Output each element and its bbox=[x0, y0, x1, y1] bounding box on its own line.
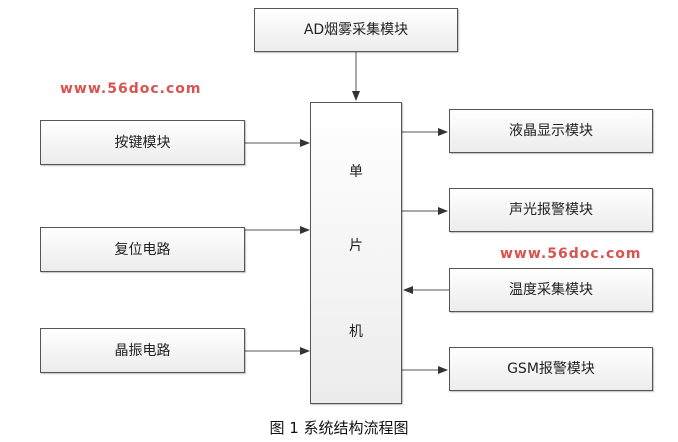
mcu-char-2: 片 bbox=[349, 238, 363, 254]
reset-circuit: 复位电路 bbox=[40, 227, 245, 272]
gsm-alarm-module: GSM报警模块 bbox=[449, 347, 653, 391]
gsm-alarm-module-label: GSM报警模块 bbox=[507, 361, 595, 377]
key-module: 按键模块 bbox=[40, 120, 245, 165]
figure-caption: 图 1 系统结构流程图 bbox=[269, 419, 409, 437]
mcu-char-1: 单 bbox=[349, 164, 363, 180]
key-module-label: 按键模块 bbox=[114, 134, 171, 151]
reset-circuit-label: 复位电路 bbox=[114, 241, 171, 258]
temperature-module: 温度采集模块 bbox=[449, 268, 653, 312]
temperature-module-label: 温度采集模块 bbox=[509, 282, 593, 298]
ad-smoke-module: AD烟雾采集模块 bbox=[254, 8, 458, 52]
ad-smoke-module-label: AD烟雾采集模块 bbox=[303, 22, 409, 38]
sound-light-alarm-module-label: 声光报警模块 bbox=[509, 202, 593, 218]
crystal-circuit-label: 晶振电路 bbox=[114, 342, 171, 359]
lcd-module: 液晶显示模块 bbox=[449, 109, 653, 153]
sound-light-alarm-module: 声光报警模块 bbox=[449, 188, 653, 232]
lcd-module-label: 液晶显示模块 bbox=[509, 123, 593, 139]
mcu-block: 单 片 机 bbox=[310, 102, 402, 404]
watermark-left: www.56doc.com bbox=[60, 81, 202, 97]
mcu-char-3: 机 bbox=[349, 324, 363, 340]
watermark-right: www.56doc.com bbox=[500, 246, 642, 262]
crystal-circuit: 晶振电路 bbox=[40, 328, 245, 373]
